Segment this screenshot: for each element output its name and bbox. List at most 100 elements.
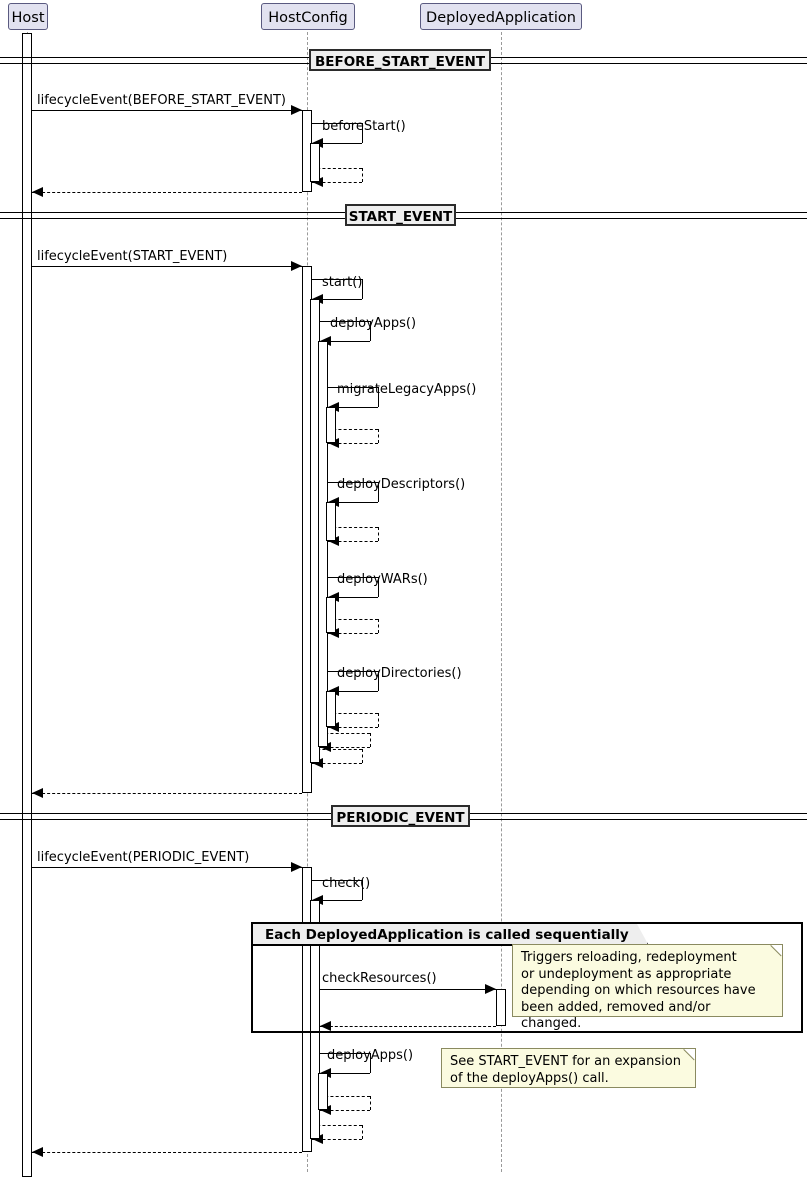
- self-return-top-m3: [312, 168, 362, 169]
- participant-hostconfig[interactable]: HostConfig: [261, 3, 355, 30]
- self-call-top-m14: [328, 671, 378, 672]
- self-call-bottom-m2: [312, 143, 362, 144]
- message-arrow-m19: [291, 862, 302, 872]
- self-call-bottom-m20: [312, 900, 362, 901]
- self-return-bottom-m9: [328, 443, 378, 444]
- self-return-side-m24: [370, 1096, 371, 1110]
- note-fold-note-deploy-apps: [684, 1049, 695, 1060]
- message-label-m23: deployApps(): [327, 1048, 414, 1063]
- self-call-side-m8: [378, 387, 379, 407]
- self-return-top-m17: [312, 749, 362, 750]
- self-return-bottom-m17: [312, 763, 362, 764]
- message-label-m20: check(): [322, 876, 371, 891]
- message-line-m1: [32, 110, 302, 111]
- self-call-top-m12: [328, 577, 378, 578]
- self-call-top-m20: [312, 880, 362, 881]
- message-arrow-m4: [32, 187, 43, 197]
- self-return-arrow-m16: [320, 742, 331, 752]
- self-call-bottom-m14: [328, 691, 378, 692]
- self-return-top-m13: [328, 619, 378, 620]
- self-call-side-m20: [362, 880, 363, 900]
- message-label-m1: lifecycleEvent(BEFORE_START_EVENT): [37, 93, 286, 108]
- message-arrow-m26: [32, 1147, 43, 1157]
- self-return-top-m9: [328, 429, 378, 430]
- self-return-arrow-m15: [328, 722, 339, 732]
- divider-before-start-event: BEFORE_START_EVENT: [309, 49, 491, 71]
- self-call-bottom-m12: [328, 597, 378, 598]
- message-line-m26: [32, 1152, 302, 1153]
- activation-hostconfig-migratelegacyapps: [326, 407, 336, 443]
- participant-deployedapplication[interactable]: DeployedApplication: [420, 3, 582, 30]
- self-return-bottom-m15: [328, 727, 378, 728]
- self-return-side-m25: [362, 1125, 363, 1139]
- activation-hostconfig-deploydescriptors: [326, 502, 336, 541]
- self-return-arrow-m25: [312, 1134, 323, 1144]
- self-call-bottom-m6: [312, 299, 362, 300]
- activation-hostconfig-deploywars: [326, 597, 336, 633]
- message-line-m22: [320, 1026, 496, 1027]
- self-call-side-m7: [370, 321, 371, 341]
- message-label-m5: lifecycleEvent(START_EVENT): [37, 249, 228, 264]
- self-return-side-m17: [362, 749, 363, 763]
- message-label-m10: deployDescriptors(): [337, 477, 466, 492]
- self-call-top-m10: [328, 482, 378, 483]
- self-return-bottom-m13: [328, 633, 378, 634]
- self-call-top-m23: [320, 1053, 370, 1054]
- message-arrow-m18: [32, 788, 43, 798]
- activation-host: [22, 33, 32, 1177]
- self-call-top-m7: [320, 321, 370, 322]
- self-call-side-m14: [378, 671, 379, 691]
- self-return-arrow-m24: [320, 1105, 331, 1115]
- message-line-m5: [32, 266, 302, 267]
- self-return-top-m11: [328, 527, 378, 528]
- message-label-m21: checkResources(): [322, 971, 437, 986]
- self-return-bottom-m24: [320, 1110, 370, 1111]
- note-note-deploy-apps: See START_EVENT for an expansion of the …: [441, 1048, 696, 1088]
- self-return-side-m11: [378, 527, 379, 541]
- self-return-bottom-m25: [312, 1139, 362, 1140]
- message-label-m2: beforeStart(): [322, 119, 406, 134]
- self-return-bottom-m3: [312, 182, 362, 183]
- activation-hostconfig-deployapps: [318, 341, 328, 747]
- self-return-side-m3: [362, 168, 363, 182]
- self-return-side-m13: [378, 619, 379, 633]
- self-return-arrow-m3: [312, 177, 323, 187]
- self-return-top-m16: [320, 733, 370, 734]
- participant-host[interactable]: Host: [8, 3, 48, 30]
- message-arrow-m22: [320, 1021, 331, 1031]
- self-call-top-m8: [328, 387, 378, 388]
- self-return-arrow-m17: [312, 758, 323, 768]
- self-call-bottom-m23: [320, 1073, 370, 1074]
- self-call-side-m10: [378, 482, 379, 502]
- self-return-top-m24: [320, 1096, 370, 1097]
- message-line-m18: [32, 793, 302, 794]
- activation-hostconfig-beforestart-self: [310, 143, 320, 182]
- note-fold-note-check-resources: [771, 945, 782, 956]
- divider-start-event: START_EVENT: [345, 204, 456, 226]
- self-return-side-m9: [378, 429, 379, 443]
- self-call-top-m2: [312, 123, 362, 124]
- self-call-side-m2: [362, 123, 363, 143]
- self-return-arrow-m13: [328, 628, 339, 638]
- message-label-m7: deployApps(): [330, 316, 417, 331]
- note-note-check-resources: Triggers reloading, redeployment or unde…: [512, 944, 783, 1031]
- self-call-bottom-m10: [328, 502, 378, 503]
- activation-deployedapp-checkresources: [496, 989, 506, 1026]
- activation-hostconfig-check-self: [310, 900, 320, 1139]
- self-return-arrow-m11: [328, 536, 339, 546]
- self-call-side-m6: [362, 279, 363, 299]
- self-return-top-m15: [328, 713, 378, 714]
- message-arrow-m1: [291, 105, 302, 115]
- self-call-side-m23: [370, 1053, 371, 1073]
- self-return-arrow-m9: [328, 438, 339, 448]
- self-return-side-m15: [378, 713, 379, 727]
- activation-hostconfig-deployapps-periodic: [318, 1073, 328, 1110]
- self-return-bottom-m11: [328, 541, 378, 542]
- lifeline-deployedapplication: [501, 27, 502, 1172]
- message-label-m12: deployWARs(): [337, 572, 428, 587]
- message-line-m19: [32, 867, 302, 868]
- message-arrow-m5: [291, 261, 302, 271]
- group-header-each-deployed-application: Each DeployedApplication is called seque…: [253, 924, 649, 946]
- message-label-m8: migrateLegacyApps(): [337, 382, 477, 397]
